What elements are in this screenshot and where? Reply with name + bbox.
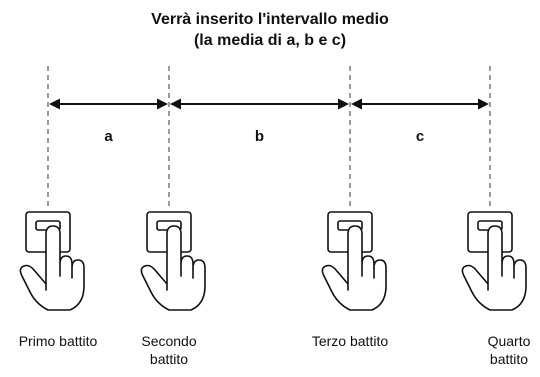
- hand-icon-group: [19, 211, 527, 311]
- beat-label-2-line-1: Secondo: [141, 333, 196, 349]
- interval-arrow-group: a b c: [49, 98, 489, 145]
- arrow-head-left: [170, 98, 181, 110]
- hand-pressing-button-icon: [19, 211, 85, 311]
- beat-label-4-line-1: Quarto: [488, 333, 531, 349]
- beat-label-4-line-2: battito: [490, 351, 528, 367]
- interval-label-b: b: [255, 128, 264, 145]
- beat-label-1-line-1: Primo battito: [19, 333, 98, 349]
- hand-pressing-button-icon: [461, 211, 527, 311]
- arrow-head-right: [157, 98, 168, 110]
- interval-b: b: [170, 98, 349, 145]
- beat-divider-group: [47, 66, 491, 210]
- beat-label-group: Primo battito Secondo battito Terzo battito…: [19, 333, 531, 367]
- interval-a: a: [49, 98, 168, 145]
- title-line-2: (la media di a, b e c): [194, 32, 346, 49]
- interval-label-a: a: [104, 128, 113, 145]
- hand-pressing-button-icon: [140, 211, 206, 311]
- beat-label-2-line-2: battito: [150, 351, 188, 367]
- interval-c: c: [351, 98, 489, 145]
- title-line-1: Verrà inserito l'intervallo medio: [151, 11, 389, 28]
- arrow-head-right: [338, 98, 349, 110]
- interval-label-c: c: [416, 128, 424, 145]
- hand-pressing-button-icon: [321, 211, 387, 311]
- beat-label-3-line-1: Terzo battito: [312, 333, 388, 349]
- arrow-head-right: [478, 98, 489, 110]
- arrow-head-left: [351, 98, 362, 110]
- arrow-head-left: [49, 98, 60, 110]
